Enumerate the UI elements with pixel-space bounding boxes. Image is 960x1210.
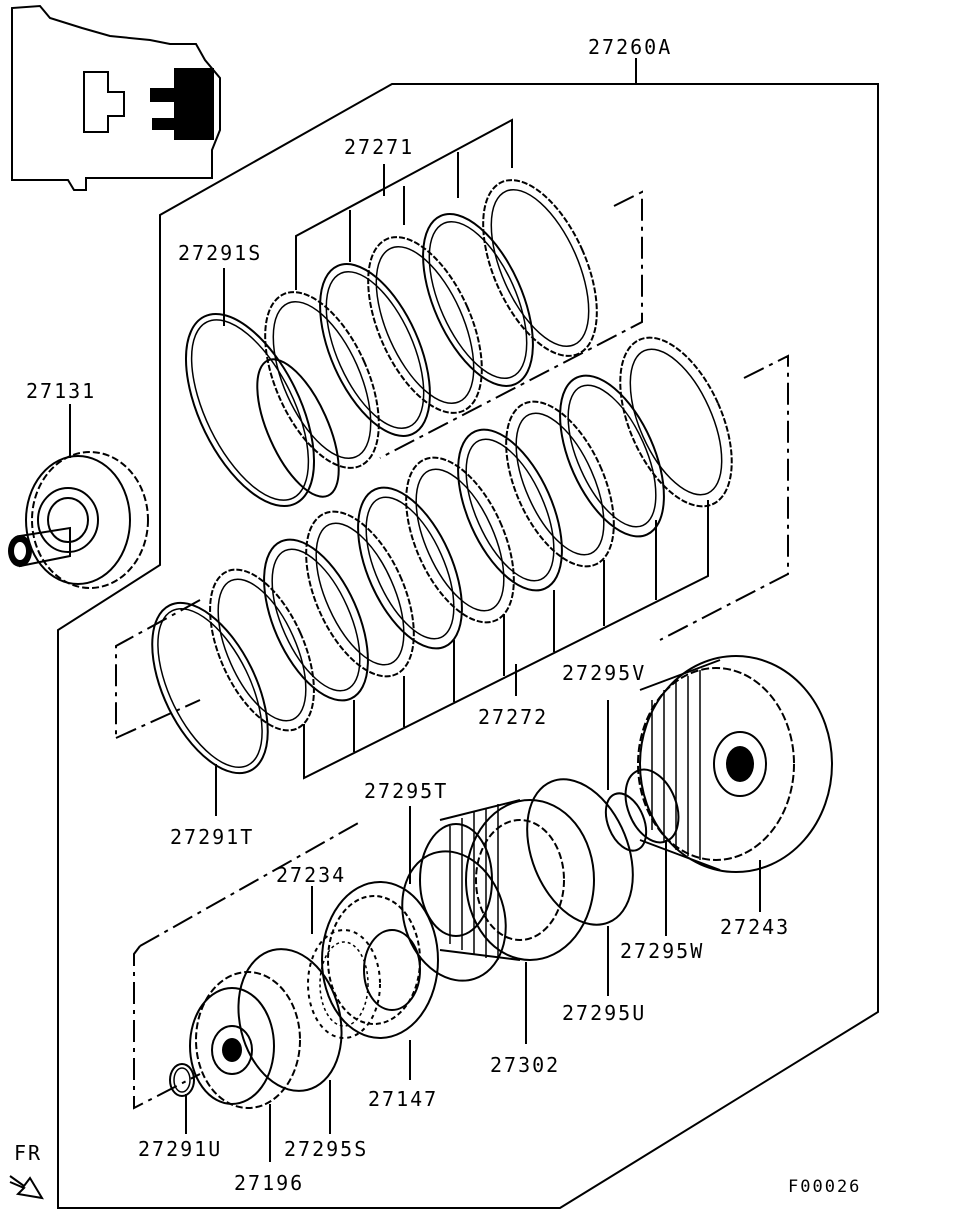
part-label-27291T: 27291T xyxy=(170,825,254,849)
part-label-27295T: 27295T xyxy=(364,779,448,803)
ring-27295U xyxy=(526,778,634,926)
hub-27302 xyxy=(419,799,595,961)
snap-ring-27291T xyxy=(151,601,269,775)
part-label-27196: 27196 xyxy=(234,1171,304,1195)
part-label-27243: 27243 xyxy=(720,915,790,939)
ring-27295T xyxy=(401,850,507,982)
ring-27295V xyxy=(604,792,648,852)
direction-label: FR xyxy=(14,1141,42,1165)
label-assembly: 27260A xyxy=(588,35,672,59)
part-label-27271: 27271 xyxy=(344,135,414,159)
lower-clutch-plates xyxy=(209,336,733,732)
part-label-27295V: 27295V xyxy=(562,661,646,685)
part-label-27295W: 27295W xyxy=(620,939,704,963)
clutch-drum-27243 xyxy=(637,655,833,873)
snap-ring-27291U xyxy=(169,1063,195,1097)
assembly-boundary xyxy=(57,83,879,1209)
return-springs-27234 xyxy=(307,929,381,1039)
part-label-27272: 27272 xyxy=(478,705,548,729)
upper-clutch-plates xyxy=(256,179,598,498)
plate-27295S xyxy=(237,948,343,1092)
retainer-27196 xyxy=(189,971,301,1109)
part-label-27295S: 27295S xyxy=(284,1137,368,1161)
part-label-27147: 27147 xyxy=(368,1087,438,1111)
transmission-locator-icon xyxy=(11,4,221,191)
part-label-27234: 27234 xyxy=(276,863,346,887)
part-label-27291U: 27291U xyxy=(138,1137,222,1161)
piston-27147 xyxy=(321,881,439,1039)
footer-code: F00026 xyxy=(788,1177,861,1197)
part-label-27291S: 27291S xyxy=(178,241,262,265)
gear-shaft-27131 xyxy=(8,451,149,589)
front-direction-arrow-icon xyxy=(9,1175,44,1200)
snap-ring-27291S xyxy=(184,312,316,508)
part-label-27131: 27131 xyxy=(26,379,96,403)
part-label-27295U: 27295U xyxy=(562,1001,646,1025)
part-label-27302: 27302 xyxy=(490,1053,560,1077)
